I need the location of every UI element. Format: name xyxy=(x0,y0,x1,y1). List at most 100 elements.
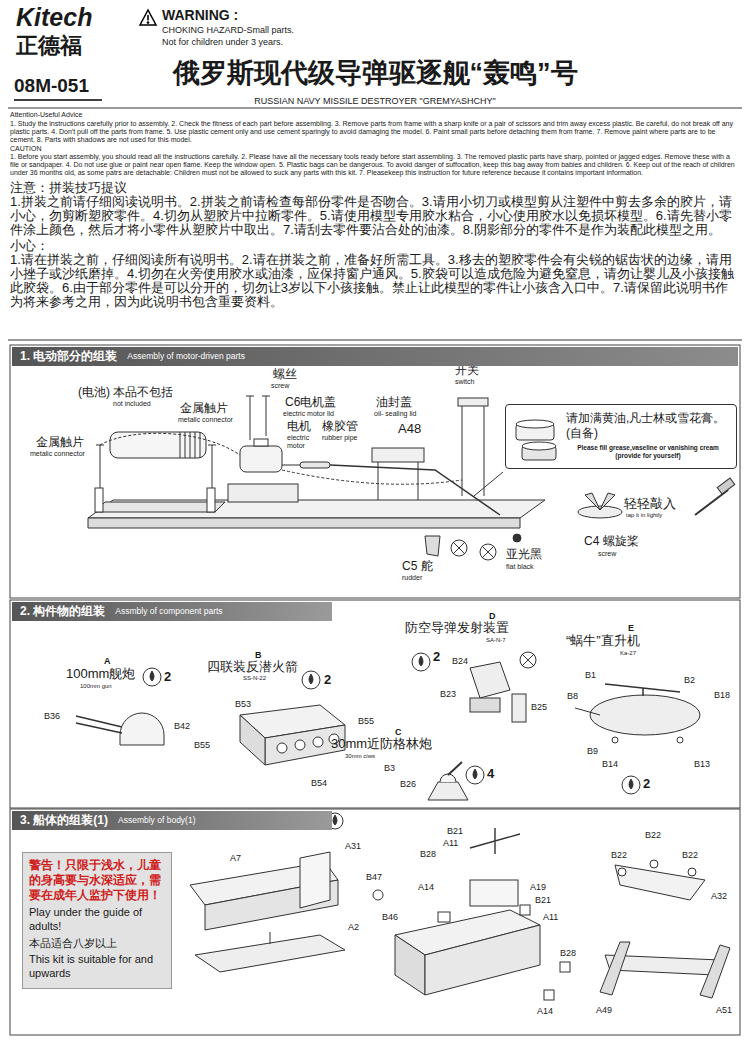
part-number: B24 xyxy=(452,656,468,666)
part-name-english: screw xyxy=(271,382,289,390)
part-number: A31 xyxy=(345,841,361,851)
part-number: B54 xyxy=(311,778,327,788)
part-number: B21 xyxy=(535,895,551,905)
component-drawing xyxy=(313,737,323,747)
hull-assembly-drawing xyxy=(270,932,271,944)
warning-text-english: Play under the guide of adults! xyxy=(29,906,165,934)
hull-assembly-drawing xyxy=(300,852,330,908)
part-number: A14 xyxy=(418,882,434,892)
component-drawing xyxy=(590,695,700,735)
part-name-english: oil- sealing lid xyxy=(374,410,416,418)
part-name-english: metalic connector xyxy=(178,416,233,424)
part-number: B18 xyxy=(714,690,730,700)
part-number: B14 xyxy=(602,759,618,769)
part-number: B23 xyxy=(440,689,456,699)
motor-assembly-drawing xyxy=(522,442,556,450)
motor-assembly-drawing xyxy=(516,420,554,428)
callout-number: B xyxy=(255,650,262,660)
part-name: C6电机盖 xyxy=(285,396,336,410)
hull-assembly-drawing xyxy=(650,860,658,868)
part-name: 防空导弹发射装置 xyxy=(405,621,509,636)
header-rules xyxy=(14,99,102,101)
advice-text: 1.拼装之前请仔细阅读说明书。2.拼装之前请检查每部份零件是否吻合。3.请用小切… xyxy=(10,195,740,237)
motor-assembly-drawing xyxy=(228,484,298,502)
warning-heading: WARNING : xyxy=(162,7,238,23)
part-number: A7 xyxy=(230,853,241,863)
hull-assembly-drawing xyxy=(560,962,570,972)
part-name-english: rubber pipe xyxy=(322,434,357,442)
motor-assembly-drawing xyxy=(513,534,521,542)
warning-text: 本品适合八岁以上 xyxy=(29,937,165,951)
component-drawing xyxy=(428,782,468,800)
model-number: 08M-051 xyxy=(14,75,89,97)
part-number: B13 xyxy=(694,759,710,769)
part-name: 螺丝 xyxy=(273,368,297,382)
part-name-english: tap it in lightly xyxy=(626,512,662,519)
component-drawing xyxy=(302,671,320,689)
section-panel xyxy=(10,600,740,808)
component-drawing xyxy=(120,713,164,745)
part-name-english: rudder xyxy=(402,574,422,582)
quantity: 2 xyxy=(164,670,171,685)
motor-assembly-drawing xyxy=(482,546,494,558)
caution-heading: CAUTION xyxy=(10,145,740,154)
component-drawing xyxy=(143,668,161,686)
motor-assembly-drawing xyxy=(240,446,282,472)
warning-text: 警告！只限于浅水，儿童的身高要与水深适应，需要在成年人监护下使用！ xyxy=(29,858,165,903)
component-drawing xyxy=(470,698,500,712)
part-name-english: 30mm ciws xyxy=(345,753,375,760)
component-drawing xyxy=(277,743,287,753)
part-number: B8 xyxy=(567,691,578,701)
part-name-english: screw xyxy=(598,550,616,558)
hull-assembly-drawing xyxy=(688,868,696,876)
part-name: 30mm近防格林炮 xyxy=(331,737,432,752)
quantity: 2 xyxy=(433,650,440,665)
part-number: B28 xyxy=(560,948,576,958)
section-header-band: 3. 船体的组装(1) Assembly of body(1) xyxy=(12,811,332,830)
quantity: 4 xyxy=(487,767,494,782)
part-number: B1 xyxy=(585,670,596,680)
part-number: B2 xyxy=(684,675,695,685)
motor-assembly-drawing xyxy=(330,465,500,515)
motor-assembly-drawing xyxy=(100,433,240,455)
part-number: B42 xyxy=(174,721,190,731)
section-title-english: Assembly of motor-driven parts xyxy=(127,351,245,362)
motor-assembly-drawing xyxy=(95,502,225,512)
part-name-english: Ka-27 xyxy=(620,650,636,657)
hull-assembly-drawing xyxy=(333,815,337,825)
part-number: A11 xyxy=(543,912,558,922)
page-title: 俄罗斯现代级导弹驱逐舰“轰鸣”号 xyxy=(0,58,750,89)
section-title-english: Assembly of body(1) xyxy=(118,815,195,826)
part-number: B26 xyxy=(400,779,416,789)
part-number: B3 xyxy=(384,763,395,773)
motor-assembly-drawing xyxy=(254,439,268,446)
part-number: B28 xyxy=(420,849,436,859)
brand-logo: Kitech xyxy=(16,3,92,32)
section-header-band: 1. 电动部分的组装Assembly of motor-driven parts xyxy=(12,347,738,366)
part-number: B25 xyxy=(531,702,547,712)
section-panel xyxy=(10,809,740,1035)
section-title: 3. 船体的组装(1) xyxy=(20,813,108,828)
motor-assembly-drawing xyxy=(474,472,503,496)
component-drawing xyxy=(295,740,305,750)
note-text: 请加满黄油,凡士林或雪花膏。(自备) xyxy=(566,411,730,441)
part-number: B47 xyxy=(366,872,382,882)
component-drawing xyxy=(470,662,510,698)
component-drawing xyxy=(309,674,313,684)
brand-name: 正德福 xyxy=(16,33,82,58)
part-number: A11 xyxy=(443,838,458,848)
hull-assembly-drawing xyxy=(190,813,730,1000)
hull-assembly-drawing xyxy=(470,880,518,906)
part-name: 四联装反潜火箭 xyxy=(207,660,298,675)
component-drawing xyxy=(150,671,154,681)
motor-assembly-drawing xyxy=(451,540,467,556)
part-number: B22 xyxy=(611,850,627,860)
header-rules xyxy=(8,108,742,109)
hull-assembly-drawing xyxy=(618,868,626,876)
motor-assembly-drawing xyxy=(95,488,103,512)
part-number: B9 xyxy=(587,746,598,756)
callout-number: D xyxy=(489,611,496,621)
header-rules xyxy=(140,10,156,25)
part-name: 金属触片 xyxy=(36,436,84,450)
instruction-text: Attention-Useful Advice1. Study the inst… xyxy=(10,111,740,309)
